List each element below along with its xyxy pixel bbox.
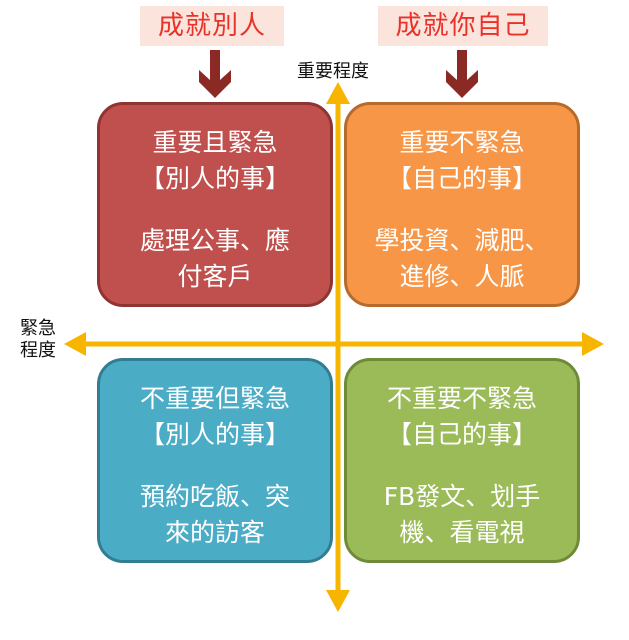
- urgency-axis-label: 緊急 程度: [14, 318, 62, 362]
- horizontal-axis-arrowhead-right: [582, 332, 604, 356]
- quadrant-important-urgent: 重要且緊急 【別人的事】 處理公事、應 付客戶: [97, 102, 333, 307]
- vertical-axis-arrowhead-bottom: [326, 590, 350, 612]
- quadrant-title: 不重要但緊急: [139, 384, 290, 413]
- banner-help-yourself: 成就你自己: [378, 6, 548, 46]
- quadrant-examples-line1: 學投資、減肥、: [374, 226, 550, 255]
- quadrant-title: 不重要不緊急: [386, 384, 537, 413]
- quadrant-examples-line2: 付客戶: [177, 262, 253, 291]
- quadrant-subtitle: 【別人的事】: [139, 164, 290, 193]
- quadrant-subtitle: 【自己的事】: [386, 420, 537, 449]
- urgency-axis-label-line2: 程度: [20, 340, 56, 361]
- quadrant-subtitle: 【自己的事】: [386, 164, 537, 193]
- down-arrow-icon: [199, 50, 231, 98]
- vertical-axis-arrowhead-top: [326, 82, 350, 104]
- quadrant-examples-line2: 進修、人脈: [399, 262, 525, 291]
- importance-axis-label: 重要程度: [297, 61, 369, 82]
- quadrant-examples-line1: 預約吃飯、突: [139, 482, 290, 511]
- horizontal-axis-arrowhead-left: [64, 332, 86, 356]
- quadrant-subtitle: 【別人的事】: [139, 420, 290, 449]
- quadrant-examples-line2: 來的訪客: [164, 518, 265, 547]
- quadrant-title: 重要不緊急: [399, 128, 525, 157]
- banner-help-others: 成就別人: [140, 6, 284, 46]
- quadrant-important-not-urgent: 重要不緊急 【自己的事】 學投資、減肥、 進修、人脈: [344, 102, 580, 307]
- quadrant-not-important-not-urgent: 不重要不緊急 【自己的事】 FB發文、划手 機、看電視: [344, 358, 580, 563]
- quadrant-examples-line2: 機、看電視: [399, 518, 525, 547]
- quadrant-title: 重要且緊急: [152, 128, 278, 157]
- down-arrow-icon: [446, 50, 478, 98]
- quadrant-examples-line1: FB發文、划手: [383, 482, 541, 511]
- quadrant-examples-line1: 處理公事、應: [139, 226, 290, 255]
- urgency-axis-label-line1: 緊急: [20, 318, 56, 339]
- quadrant-not-important-urgent: 不重要但緊急 【別人的事】 預約吃飯、突 來的訪客: [97, 358, 333, 563]
